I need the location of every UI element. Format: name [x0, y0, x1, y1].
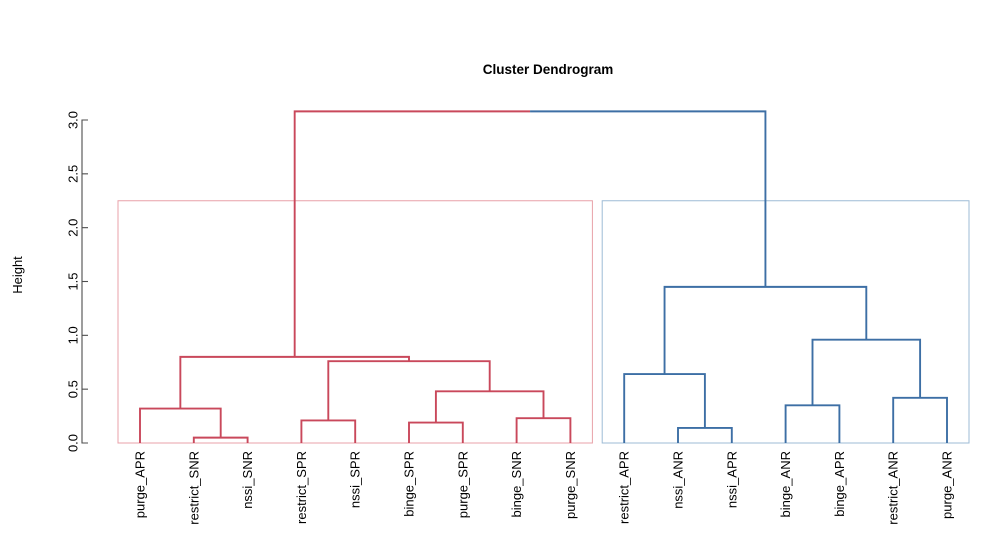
leaf-label: binge_SPR	[402, 451, 417, 517]
dendrogram-link-m8	[179, 355, 410, 409]
leaf-labels: purge_APR restrict_SNR nssi_SNR restrict_SP…	[133, 451, 955, 525]
y-axis-tick-label: 3.0	[66, 111, 81, 129]
leaf-label: purge_ANR	[940, 451, 955, 519]
dendrogram-link-m5	[515, 417, 572, 443]
leaf-label: purge_APR	[133, 451, 148, 518]
y-axis-tick-label: 1.0	[66, 326, 81, 344]
leaf-label: nssi_APR	[724, 451, 739, 508]
leaf-label: nssi_SPR	[348, 451, 363, 508]
dendrogram-link-m15-left	[293, 110, 531, 357]
dendrogram-link-m15-right	[530, 110, 767, 287]
leaf-label: restrict_APR	[617, 451, 632, 524]
y-axis-tick-label: 2.5	[66, 165, 81, 183]
y-axis-tick-label: 0.5	[66, 380, 81, 398]
page-title: Cluster Dendrogram	[483, 62, 614, 77]
y-axis-tick-label: 0.0	[66, 434, 81, 452]
dendrogram-link-m1	[192, 436, 249, 443]
dendrogram-link-m2	[139, 407, 222, 443]
dendrogram-link-m9	[677, 426, 733, 443]
leaf-label: purge_SPR	[455, 451, 470, 518]
leaf-label: restrict_ANR	[886, 451, 901, 525]
y-axis: 0.0 0.5 1.0 1.5 2.0 2.5 3.0	[66, 111, 88, 452]
leaf-label: nssi_SNR	[240, 451, 255, 509]
leaf-label: nssi_ANR	[671, 451, 686, 509]
leaf-label: binge_SNR	[509, 451, 524, 518]
leaf-label: restrict_SNR	[186, 451, 201, 525]
leaf-label: binge_APR	[832, 451, 847, 517]
y-axis-tick-label: 1.5	[66, 272, 81, 290]
y-axis-label: Height	[10, 256, 25, 294]
leaf-label: purge_SNR	[563, 451, 578, 519]
leaf-label: binge_ANR	[778, 451, 793, 518]
y-axis-tick-label: 2.0	[66, 219, 81, 237]
dendrogram-links	[139, 110, 948, 443]
leaf-label: restrict_SPR	[294, 451, 309, 524]
dendrogram-link-m11	[784, 404, 841, 443]
